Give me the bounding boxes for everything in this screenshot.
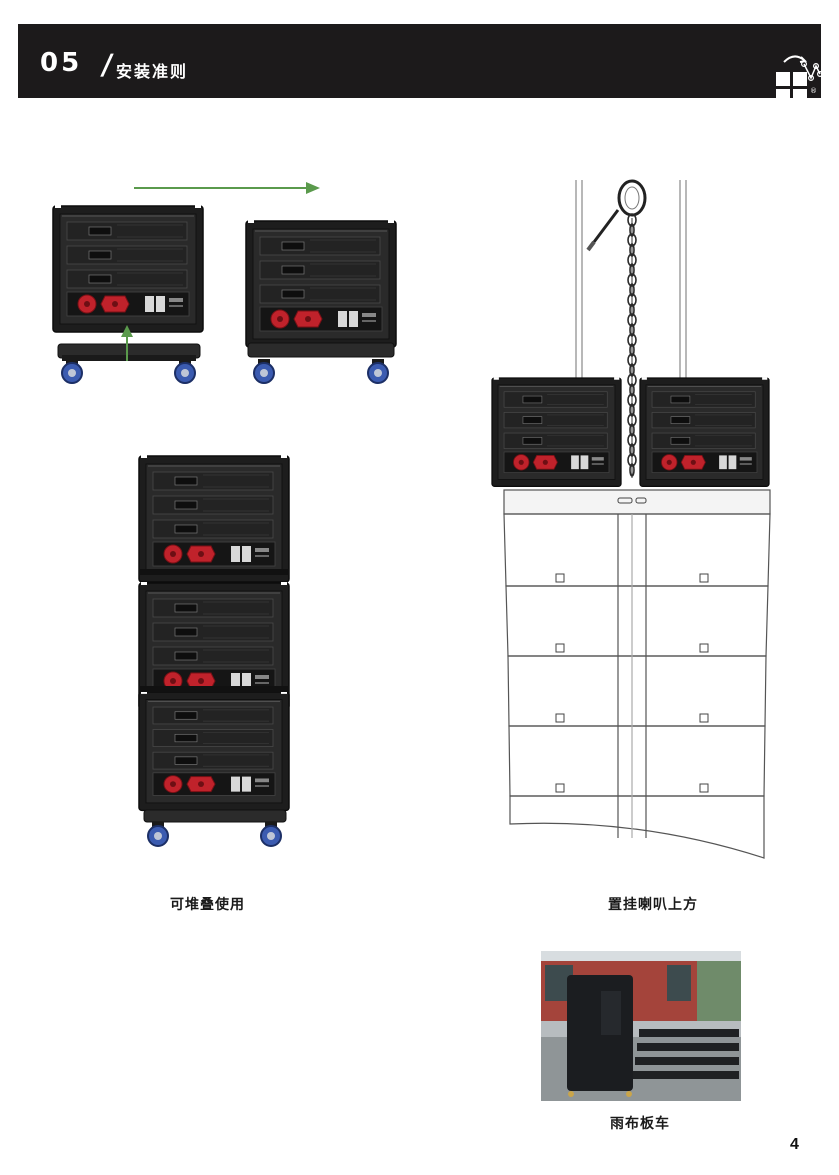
chain-link [627, 393, 637, 407]
chain-link [629, 263, 635, 277]
chain-link [629, 403, 635, 417]
chain-link [627, 433, 637, 447]
chain-link [627, 413, 637, 427]
caster-board-left [57, 343, 201, 384]
registered-mark: ® [810, 87, 817, 95]
fly-bar [503, 489, 771, 515]
stacked-rack-1 [138, 454, 290, 583]
chain-link [629, 323, 635, 337]
chain-link [627, 273, 637, 287]
chain-link [627, 333, 637, 347]
chain-link [627, 213, 637, 227]
section-header: 05 / 安装准则 ® [18, 24, 823, 103]
section-title: 安装准则 [116, 62, 189, 81]
page-number: 4 [790, 1136, 799, 1153]
shackle-icon [586, 179, 647, 252]
rack-unit-right [245, 219, 397, 348]
chain-link [629, 343, 635, 357]
chain-link [627, 233, 637, 247]
caster-board-right [247, 342, 395, 384]
chain-link [629, 243, 635, 257]
section-slash: / [99, 48, 115, 81]
lift-arrow-head-icon [121, 325, 133, 337]
hung-rack-right [639, 376, 770, 488]
caption-rain-cover: 雨布板车 [610, 1116, 670, 1132]
chain-link [629, 463, 635, 477]
figure-stacked-racks [138, 454, 290, 847]
figure-hung-above-speakers [491, 179, 771, 859]
stack-caster-board [143, 809, 287, 847]
stacked-rack-3 [138, 690, 290, 812]
section-number: 05 [40, 48, 83, 78]
caption-stackable: 可堆叠使用 [170, 897, 245, 913]
chain-link [629, 363, 635, 377]
line-array-speakers [503, 513, 771, 859]
chain-link [627, 313, 637, 327]
chain-link [627, 373, 637, 387]
chain-link [629, 423, 635, 437]
rain-cover-photo [541, 951, 741, 1101]
chain-link [629, 223, 635, 237]
chain-link [629, 303, 635, 317]
chain-link [627, 293, 637, 307]
brand-logo-icon: ® [764, 52, 826, 112]
chain-link [629, 283, 635, 297]
chain-link [629, 443, 635, 457]
chain-link [627, 453, 637, 467]
chain-link [627, 353, 637, 367]
rack-unit-left [52, 204, 204, 333]
chain [627, 213, 637, 478]
chain-link [629, 383, 635, 397]
caption-hung-above-speakers: 置挂喇叭上方 [608, 897, 698, 913]
hung-rack-left [491, 376, 622, 488]
move-arrow-head-icon [306, 182, 320, 194]
figure-rack-transfer [52, 182, 397, 384]
chain-link [627, 253, 637, 267]
